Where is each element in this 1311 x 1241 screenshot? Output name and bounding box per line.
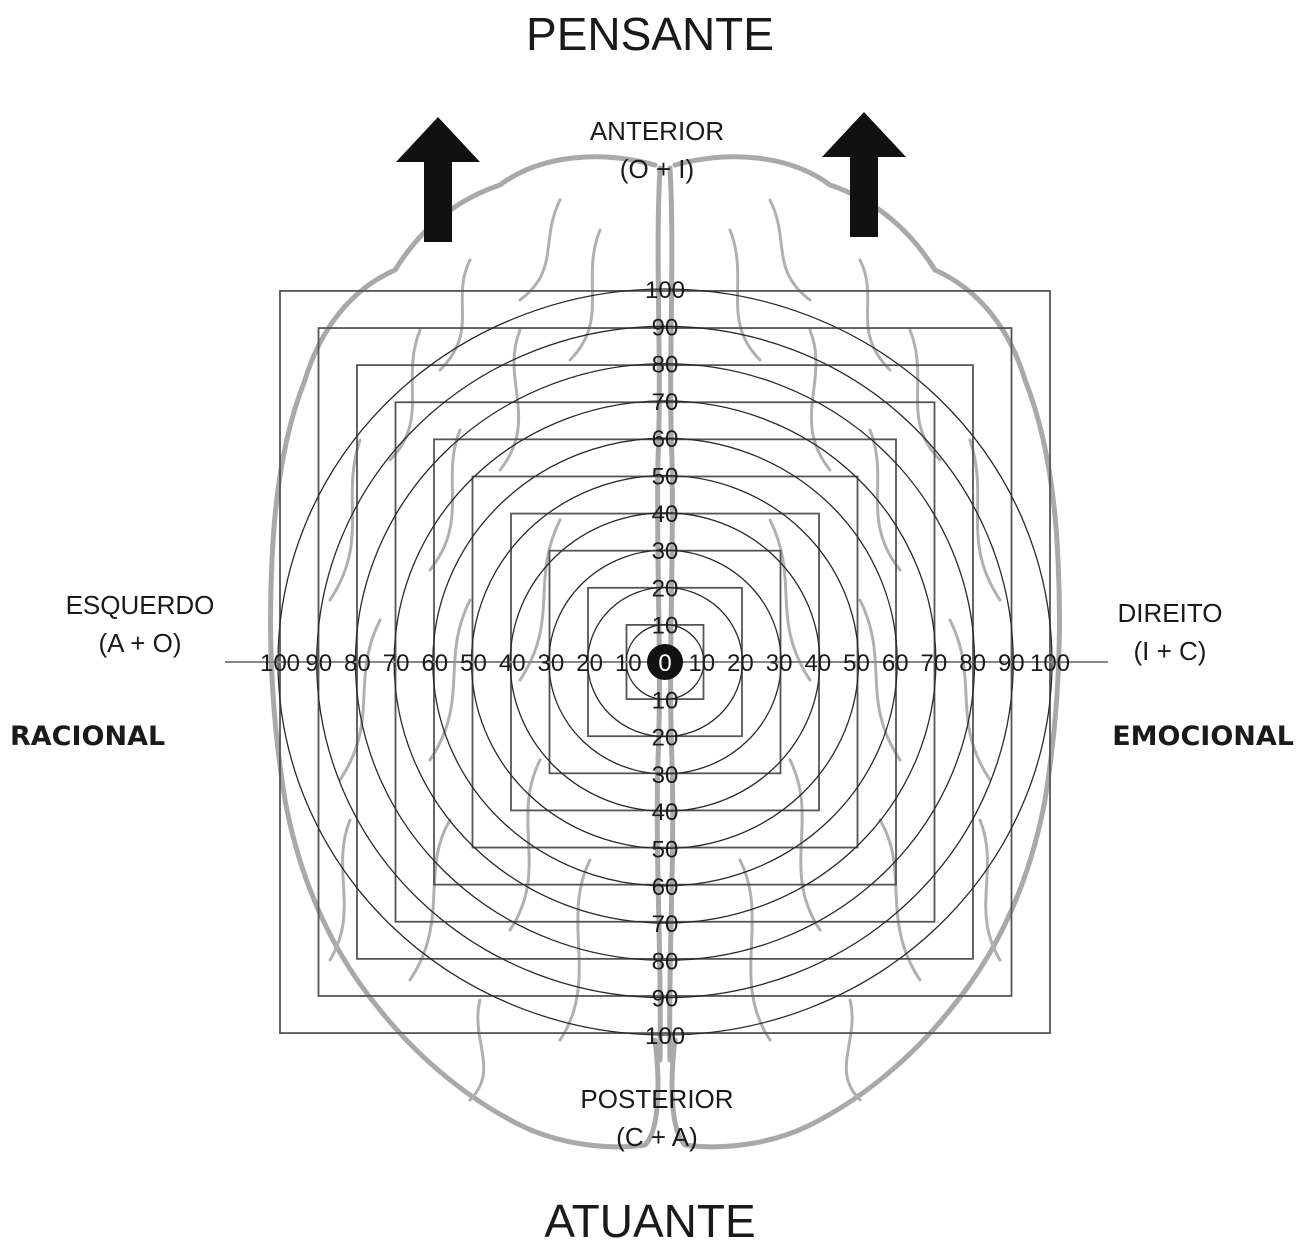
title-top: PENSANTE	[526, 8, 774, 60]
center-dot-icon: 0	[647, 644, 683, 680]
title-left: RACIONAL	[10, 721, 165, 752]
scale-top-80: 80	[652, 352, 679, 379]
right-label: DIREITO	[1118, 598, 1223, 628]
title-right: EMOCIONAL	[1112, 721, 1294, 752]
scale-right-70: 70	[921, 650, 948, 677]
scale-left-60: 60	[421, 650, 448, 677]
scale-left-80: 80	[344, 650, 371, 677]
scale-top-30: 30	[652, 538, 679, 565]
scale-right-20: 20	[727, 650, 754, 677]
center-label: 0	[658, 650, 671, 677]
scale-bottom-50: 50	[652, 837, 679, 864]
scale-bottom-10: 10	[652, 687, 679, 714]
scale-right-50: 50	[843, 650, 870, 677]
scale-right-10: 10	[688, 650, 715, 677]
scale-top-70: 70	[652, 389, 679, 416]
scale-top-20: 20	[652, 575, 679, 602]
scale-top-60: 60	[652, 426, 679, 453]
scale-top-40: 40	[652, 501, 679, 528]
left-label: ESQUERDO	[66, 590, 215, 620]
scale-right-100: 100	[1030, 650, 1070, 677]
scale-bottom-90: 90	[652, 986, 679, 1013]
scale-bottom-40: 40	[652, 799, 679, 826]
scale-right-60: 60	[882, 650, 909, 677]
scale-bottom-60: 60	[652, 874, 679, 901]
scale-top-10: 10	[652, 613, 679, 640]
scale-top-100: 100	[645, 277, 685, 304]
scale-left-20: 20	[576, 650, 603, 677]
scale-top-90: 90	[652, 314, 679, 341]
anterior-label: ANTERIOR	[590, 116, 724, 146]
scale-bottom-20: 20	[652, 725, 679, 752]
up-arrow-icon	[396, 117, 480, 242]
scale-left-90: 90	[305, 650, 332, 677]
scale-left-50: 50	[460, 650, 487, 677]
scale-left-30: 30	[538, 650, 565, 677]
posterior-code: (C + A)	[616, 1122, 698, 1152]
scale-left-70: 70	[383, 650, 410, 677]
scale-left-100: 100	[260, 650, 300, 677]
anterior-code: (O + I)	[620, 154, 694, 184]
scale-bottom-30: 30	[652, 762, 679, 789]
title-bottom: ATUANTE	[544, 1195, 755, 1241]
scale-right-90: 90	[998, 650, 1025, 677]
scale-right-40: 40	[804, 650, 831, 677]
scale-right-80: 80	[959, 650, 986, 677]
left-code: (A + O)	[98, 628, 181, 658]
posterior-label: POSTERIOR	[580, 1084, 733, 1114]
scale-left-10: 10	[615, 650, 642, 677]
scale-bottom-80: 80	[652, 948, 679, 975]
scale-right-30: 30	[766, 650, 793, 677]
right-code: (I + C)	[1134, 636, 1207, 666]
scale-left-40: 40	[499, 650, 526, 677]
scale-top-50: 50	[652, 464, 679, 491]
scale-bottom-70: 70	[652, 911, 679, 938]
scale-bottom-100: 100	[645, 1023, 685, 1050]
